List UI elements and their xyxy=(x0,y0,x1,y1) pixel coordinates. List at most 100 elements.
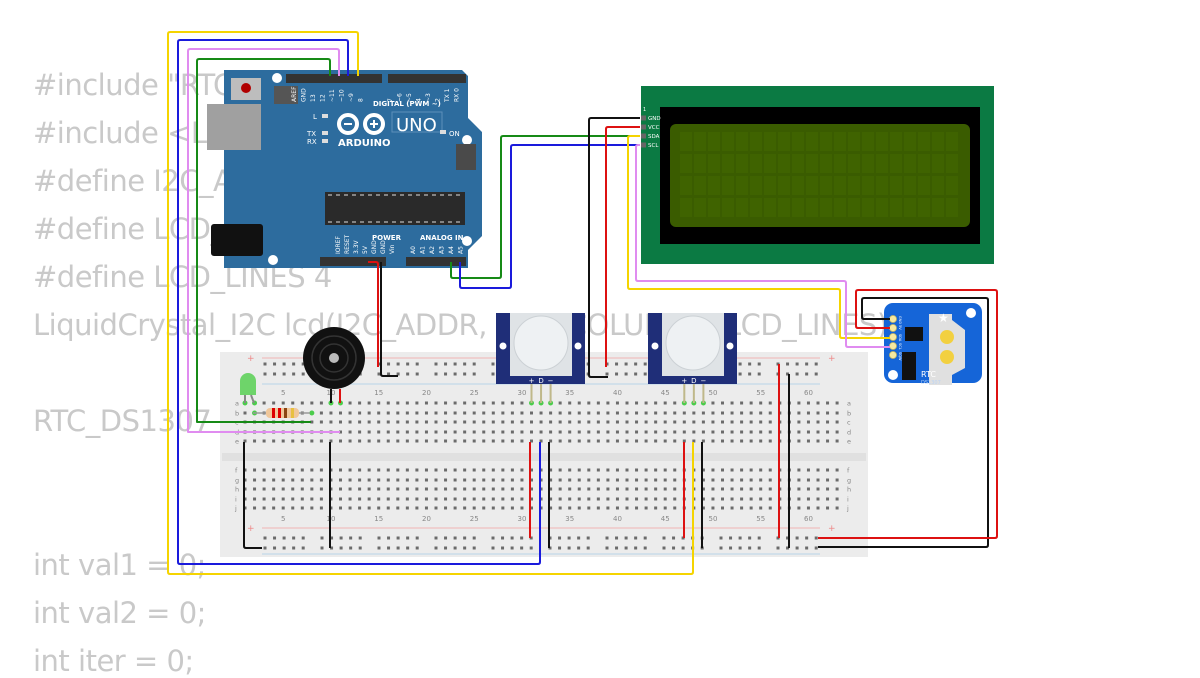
rail-hole xyxy=(757,536,761,540)
breadboard-hole xyxy=(635,468,639,472)
breadboard-hole xyxy=(310,468,314,472)
breadboard-hole xyxy=(253,439,257,443)
row-label: f xyxy=(847,467,850,475)
digital-pin-label: ~10 xyxy=(339,89,346,102)
breadboard-hole xyxy=(510,401,514,405)
rail-hole xyxy=(444,546,448,550)
breadboard-hole xyxy=(367,411,371,415)
lcd-char-cell xyxy=(764,132,776,151)
breadboard-hole xyxy=(625,506,629,510)
breadboard-hole xyxy=(711,506,715,510)
lcd-char-cell xyxy=(876,154,888,173)
breadboard-hole xyxy=(806,478,810,482)
breadboard-hole xyxy=(740,468,744,472)
breadboard-hole xyxy=(463,468,467,472)
breadboard-hole xyxy=(491,430,495,434)
column-number: 15 xyxy=(374,515,383,523)
lcd-char-cell xyxy=(876,176,888,195)
breadboard-hole xyxy=(300,506,304,510)
arduino-model: UNO xyxy=(396,115,437,136)
digital-pin-label: ~9 xyxy=(348,93,355,102)
breadboard-hole xyxy=(472,401,476,405)
breadboard-hole xyxy=(635,439,639,443)
breadboard-hole xyxy=(826,478,830,482)
breadboard-hole xyxy=(615,411,619,415)
breadboard-hole xyxy=(339,478,342,482)
power-pin-label: 5V xyxy=(362,245,369,254)
row-label: i xyxy=(847,496,849,504)
column-number: 60 xyxy=(804,515,813,523)
breadboard-hole xyxy=(291,506,295,510)
breadboard-hole xyxy=(835,401,839,405)
breadboard-hole xyxy=(625,401,629,405)
breadboard-hole xyxy=(377,430,381,434)
lcd-char-cell xyxy=(862,198,874,217)
breadboard-hole xyxy=(539,439,543,443)
rail-hole xyxy=(396,546,400,550)
breadboard-hole xyxy=(530,487,533,491)
rail-hole xyxy=(339,536,343,540)
breadboard-hole xyxy=(673,420,677,424)
breadboard-hole xyxy=(577,506,581,510)
breadboard-hole xyxy=(291,401,295,405)
lcd-pin xyxy=(641,142,646,148)
pir-pin-label: + xyxy=(529,377,535,385)
lcd-char-cell xyxy=(918,132,930,151)
rail-hole xyxy=(406,362,410,366)
breadboard-hole xyxy=(319,506,323,510)
breadboard-hole xyxy=(701,468,705,472)
row-label: a xyxy=(235,400,239,408)
battery-holder xyxy=(929,314,965,385)
lcd-char-cell xyxy=(946,198,958,217)
wire-violet-rtc-scl xyxy=(635,144,890,348)
breadboard-hole xyxy=(319,420,323,424)
breadboard-hole xyxy=(262,497,266,501)
rail-hole xyxy=(786,536,790,540)
rail-hole xyxy=(634,546,638,550)
breadboard-hole xyxy=(291,497,295,501)
breadboard-hole xyxy=(424,468,428,472)
breadboard-hole xyxy=(711,411,715,415)
breadboard-hole xyxy=(367,420,371,424)
breadboard-hole xyxy=(692,420,696,424)
breadboard-hole xyxy=(367,430,371,434)
breadboard-hole xyxy=(539,430,543,434)
breadboard-hole xyxy=(730,401,734,405)
breadboard-hole xyxy=(444,468,448,472)
breadboard-hole xyxy=(434,430,438,434)
lcd-char-cell xyxy=(890,132,902,151)
lcd-char-cell xyxy=(848,198,860,217)
breadboard-hole xyxy=(396,478,400,482)
breadboard-hole xyxy=(358,430,362,434)
breadboard-hole xyxy=(740,478,744,482)
rail-hole xyxy=(615,536,619,540)
breadboard-hole xyxy=(386,401,390,405)
breadboard-hole xyxy=(654,487,658,491)
breadboard-hole xyxy=(730,478,734,482)
breadboard-hole xyxy=(644,506,648,510)
breadboard-hole xyxy=(453,506,457,510)
breadboard-hole xyxy=(835,468,839,472)
breadboard-hole xyxy=(835,497,839,501)
breadboard-hole xyxy=(615,468,619,472)
breadboard-hole xyxy=(806,487,810,491)
breadboard-hole xyxy=(530,411,533,415)
rail-hole xyxy=(377,536,381,540)
breadboard-hole xyxy=(835,420,839,424)
row-label: j xyxy=(846,505,849,513)
rail-hole xyxy=(472,536,476,540)
row-label: j xyxy=(234,505,237,513)
rail-hole xyxy=(814,372,818,376)
breadboard-hole xyxy=(377,439,381,443)
breadboard-hole xyxy=(272,497,276,501)
digital-header-high xyxy=(286,74,382,83)
analog-label: ANALOG IN xyxy=(420,234,464,242)
lcd-char-cell xyxy=(904,198,916,217)
rail-hole xyxy=(415,372,419,376)
breadboard-hole xyxy=(749,487,753,491)
rail-hole xyxy=(301,536,305,540)
lcd-pin xyxy=(641,124,646,130)
pir-sensors: +D−+D− xyxy=(496,313,737,403)
breadboard-hole xyxy=(386,420,390,424)
